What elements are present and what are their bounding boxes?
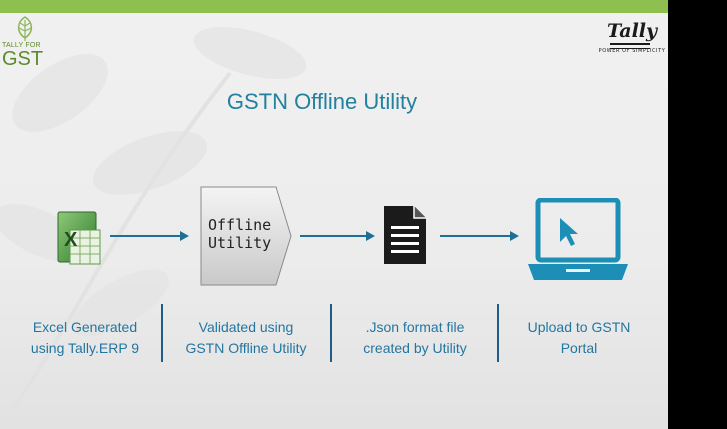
step-caption-json: .Json format file created by Utility (344, 317, 486, 359)
top-accent-bar (0, 0, 668, 13)
caption-line: Upload to GSTN (527, 319, 631, 335)
arrow-2-icon (300, 231, 375, 241)
slide: TALLY FOR GST Tally POWER OF SIMPLICITY … (0, 0, 668, 429)
leaf-icon (17, 16, 33, 41)
excel-icon: X (57, 211, 101, 265)
arrow-3-icon (440, 231, 519, 241)
slide-title: GSTN Offline Utility (226, 89, 418, 114)
tally-tagline: POWER OF SIMPLICITY (598, 48, 666, 54)
offline-utility-label: Offline Utility (208, 216, 286, 252)
offline-utility-label-line: Utility (208, 234, 272, 252)
step-caption-excel: Excel Generated using Tally.ERP 9 (18, 317, 152, 359)
caption-line: Excel Generated (32, 319, 138, 335)
laptop-icon (528, 198, 628, 280)
step-divider (330, 304, 332, 362)
caption-line: .Json format file (365, 319, 465, 335)
caption-line: GSTN Offline Utility (185, 340, 307, 356)
tally-for-gst-logo: TALLY FOR GST (2, 16, 48, 74)
offline-utility-box: Offline Utility (200, 186, 292, 286)
arrow-1-icon (110, 231, 189, 241)
step-divider (161, 304, 163, 362)
document-icon (384, 206, 426, 264)
tally-logo: Tally POWER OF SIMPLICITY (598, 20, 666, 62)
tally-wordmark: Tally (606, 20, 658, 42)
svg-text:X: X (64, 229, 78, 251)
background-plant-watermark (0, 26, 307, 415)
gst-logo-text: GST (2, 48, 44, 70)
tally-underline (610, 43, 650, 49)
gst-logo-tagline: TALLY FOR (2, 42, 41, 49)
step-caption-upload: Upload to GSTN Portal (512, 317, 646, 359)
caption-line: using Tally.ERP 9 (30, 340, 140, 356)
caption-line: Portal (560, 340, 598, 356)
step-divider (497, 304, 499, 362)
caption-line: Validated using (198, 319, 294, 335)
caption-line: created by Utility (363, 340, 467, 356)
offline-utility-label-line: Offline (208, 216, 272, 234)
